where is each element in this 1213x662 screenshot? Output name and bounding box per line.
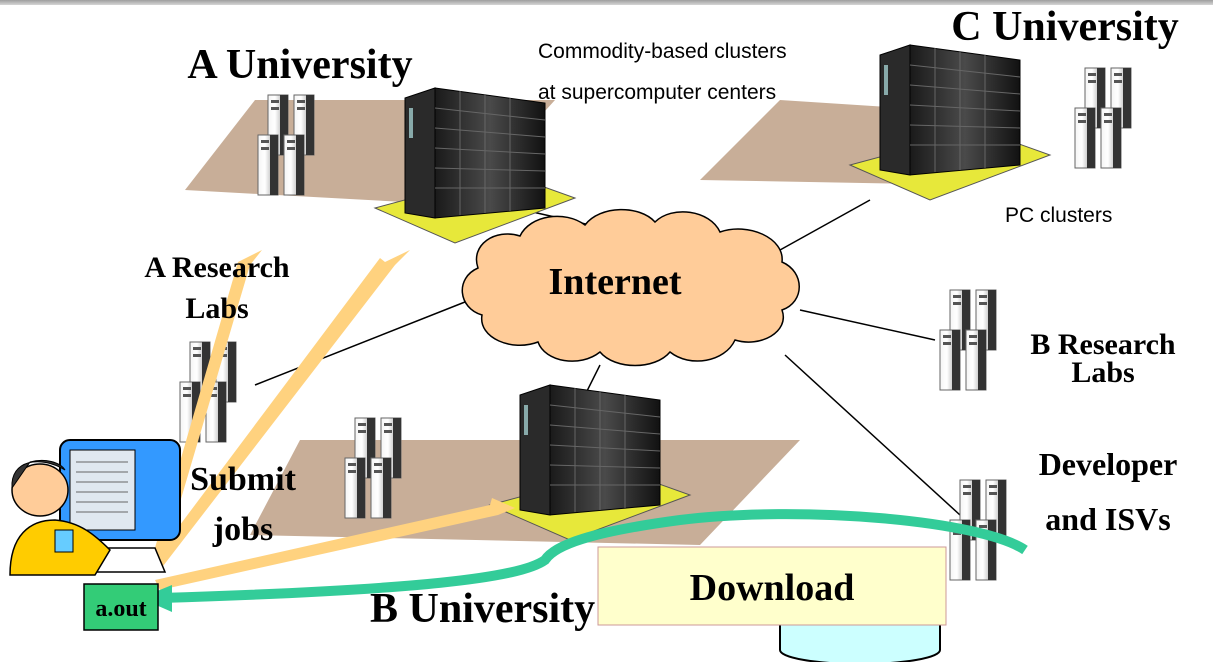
b-research-label-line1: B Research (1030, 328, 1176, 361)
c-university-label: C University (951, 4, 1178, 50)
internet-label: Internet (549, 261, 682, 303)
aout-label: a.out (95, 596, 146, 622)
user-at-computer-icon (9, 439, 181, 576)
cloud-icon (461, 208, 800, 367)
commodity-label-line2: at supercomputer centers (538, 81, 776, 104)
submit-label-line2: jobs (212, 511, 273, 548)
developer-label-line1: Developer (1039, 446, 1178, 482)
top-border (0, 0, 1213, 5)
pc-clusters-label: PC clusters (1005, 204, 1112, 227)
download-label: Download (690, 567, 855, 609)
supercomputer-icon-c (849, 44, 1051, 201)
download-box (597, 546, 947, 626)
submit-label-line1: Submit (190, 461, 296, 498)
a-university-label: A University (187, 42, 412, 88)
b-university-label: B University (370, 586, 595, 632)
download-arrow (159, 509, 1028, 603)
b-research-label-line2: Labs (1071, 356, 1134, 389)
aout-box (83, 583, 159, 631)
a-research-label-line1: A Research (144, 251, 290, 284)
commodity-label-line1: Commodity-based clusters (538, 40, 787, 63)
developer-label-line2: and ISVs (1045, 501, 1170, 537)
server-tower-icon-c-university (1075, 68, 1131, 168)
a-research-label-line2: Labs (185, 292, 248, 325)
server-tower-icon-b-research (940, 290, 996, 390)
